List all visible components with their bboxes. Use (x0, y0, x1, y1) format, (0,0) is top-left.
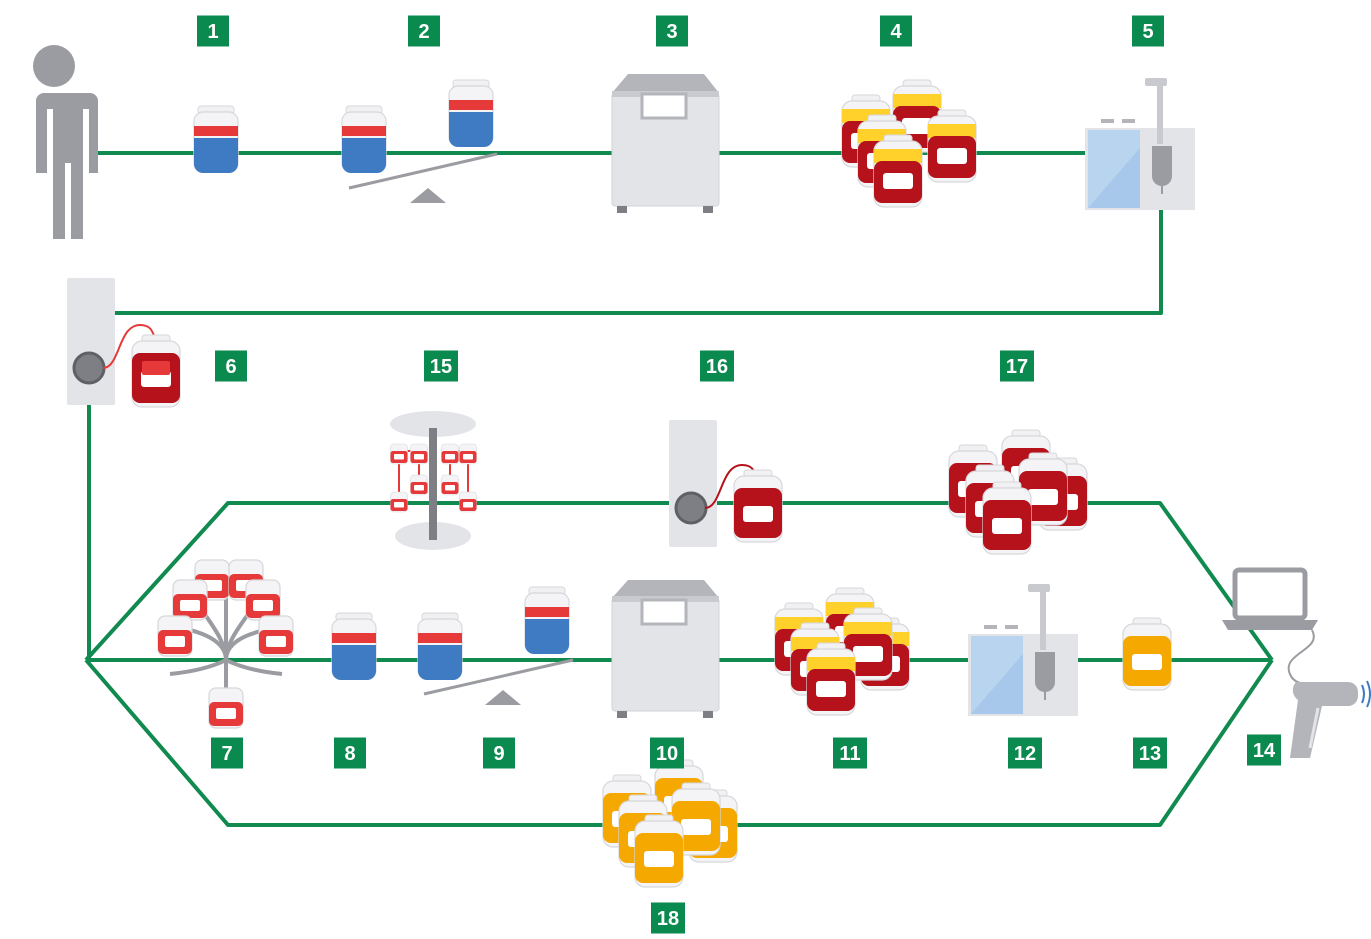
step-number: 4 (890, 21, 902, 43)
balance-scale-icon (341, 79, 498, 203)
step-number: 2 (418, 21, 429, 43)
step-badge-1: 1 (197, 15, 229, 47)
step-badge-box (1008, 737, 1042, 769)
step-badge-4: 4 (880, 15, 912, 47)
centrifuge-icon (611, 580, 720, 718)
step-badge-box (1000, 350, 1034, 382)
step-badge-17: 17 (1000, 350, 1034, 382)
step-number: 3 (666, 21, 677, 43)
step-badge-box (880, 15, 912, 47)
step-number: 15 (430, 356, 452, 378)
step-badge-3: 3 (656, 15, 688, 47)
step-badge-18: 18 (651, 902, 685, 934)
step-number: 18 (657, 908, 679, 930)
step-number: 9 (493, 743, 504, 765)
donor-person-icon (18, 45, 98, 239)
step-badge-box (197, 15, 229, 47)
blood-separator-icon (1085, 78, 1195, 210)
tube-sealer-icon (669, 420, 783, 547)
step-badge-9: 9 (483, 737, 515, 769)
red-cell-bags-icon (948, 429, 1088, 555)
step-badge-8: 8 (334, 737, 366, 769)
step-badge-box (656, 15, 688, 47)
step-badge-box (408, 15, 440, 47)
multi-bag-tree-icon (157, 559, 294, 729)
step-badge-box (651, 902, 685, 934)
step-badge-box (215, 350, 247, 382)
step-number: 7 (221, 743, 232, 765)
step-badge-15: 15 (424, 350, 458, 382)
step-badge-5: 5 (1132, 15, 1164, 47)
step-badge-box (334, 737, 366, 769)
centrifuge-icon (611, 74, 720, 213)
balance-scale-icon (417, 586, 574, 705)
step-number: 5 (1142, 21, 1153, 43)
step-badge-2: 2 (408, 15, 440, 47)
plasma-rbc-bags-icon (774, 587, 910, 716)
step-number: 17 (1006, 356, 1028, 378)
step-number: 1 (207, 21, 218, 43)
step-badge-box (1132, 15, 1164, 47)
step-number: 11 (839, 743, 860, 765)
step-number: 6 (225, 356, 236, 378)
plasma-rbc-bags-icon (841, 79, 977, 208)
plasma-bag-icon (1122, 617, 1172, 691)
step-badge-box (211, 737, 243, 769)
step-badge-14: 14 (1247, 734, 1281, 766)
step-badge-10: 10 (650, 737, 684, 769)
blood-separator-icon (968, 584, 1078, 716)
step-badge-6: 6 (215, 350, 247, 382)
laptop-barcode-scanner-icon (1222, 567, 1371, 758)
step-badge-box (833, 737, 867, 769)
step-badge-11: 11 (833, 737, 867, 769)
step-number: 8 (344, 743, 355, 765)
step-badge-box (1247, 734, 1281, 766)
step-badge-box (650, 737, 684, 769)
step-number: 12 (1014, 743, 1036, 765)
step-badge-box (424, 350, 458, 382)
step-number: 16 (706, 356, 728, 378)
flow-line-right-down (100, 210, 1163, 315)
donor-bag-icon (193, 105, 239, 174)
step-badge-12: 12 (1008, 737, 1042, 769)
step-badge-7: 7 (211, 737, 243, 769)
step-badge-13: 13 (1133, 737, 1167, 769)
step-number: 14 (1253, 740, 1276, 762)
step-badge-box (483, 737, 515, 769)
tube-sealer-icon (67, 278, 181, 408)
bag-hanging-rack-icon (390, 411, 477, 550)
step-number: 10 (656, 743, 678, 765)
step-badge-16: 16 (700, 350, 734, 382)
step-badge-box (1133, 737, 1167, 769)
step-number: 13 (1139, 743, 1161, 765)
step-badge-box (700, 350, 734, 382)
plasma-bags-icon (602, 759, 738, 888)
donor-bag-icon (331, 612, 377, 681)
